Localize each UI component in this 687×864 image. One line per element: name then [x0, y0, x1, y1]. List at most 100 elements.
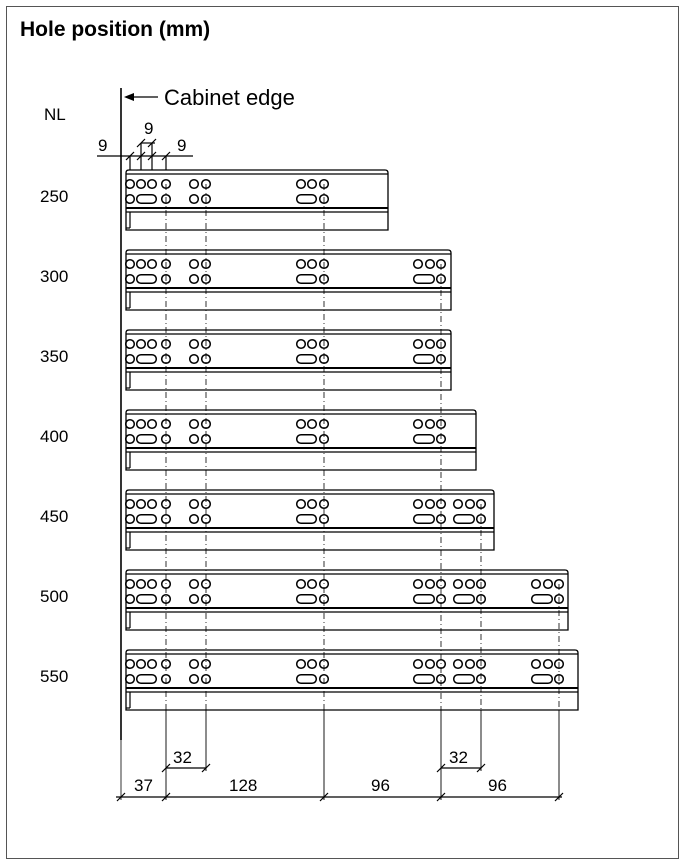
slot-hole: [412, 513, 436, 525]
mounting-hole: [475, 578, 487, 590]
mounting-hole: [124, 353, 136, 365]
mounting-hole: [124, 498, 136, 510]
mounting-hole: [135, 258, 147, 270]
slot-hole: [412, 593, 436, 605]
dim-9-left: 9: [98, 136, 107, 155]
mounting-hole: [475, 513, 487, 525]
mounting-hole: [424, 498, 436, 510]
mounting-hole: [146, 338, 158, 350]
mounting-hole: [306, 578, 318, 590]
mounting-hole: [530, 658, 542, 670]
drawer-rail-300: [125, 249, 452, 311]
mounting-hole: [295, 418, 307, 430]
dimension-tick: [201, 763, 211, 773]
mounting-hole: [412, 498, 424, 510]
mounting-hole: [200, 273, 212, 285]
mounting-hole: [135, 578, 147, 590]
mounting-hole: [188, 418, 200, 430]
mounting-hole: [452, 578, 464, 590]
mounting-hole: [124, 513, 136, 525]
mounting-hole: [188, 193, 200, 205]
mounting-hole: [188, 178, 200, 190]
mounting-hole: [452, 658, 464, 670]
dim-96-b: 96: [488, 776, 507, 795]
arrow-icon: [124, 93, 134, 101]
mounting-hole: [318, 273, 330, 285]
mounting-hole: [464, 658, 476, 670]
mounting-hole: [188, 258, 200, 270]
dimension-tick: [476, 763, 486, 773]
mounting-hole: [188, 658, 200, 670]
dimension-tick: [136, 138, 146, 148]
nl-label: 400: [40, 427, 68, 446]
slot-hole: [530, 673, 554, 685]
mounting-hole: [200, 193, 212, 205]
dim-32-right: 32: [449, 748, 468, 767]
mounting-hole: [306, 658, 318, 670]
mounting-hole: [146, 418, 158, 430]
mounting-hole: [435, 273, 447, 285]
dim-37: 37: [134, 776, 153, 795]
dim-128: 128: [229, 776, 257, 795]
nl-label: 450: [40, 507, 68, 526]
mounting-hole: [188, 578, 200, 590]
mounting-hole: [553, 673, 565, 685]
drawer-rail-450: [125, 489, 495, 551]
mounting-hole: [160, 193, 172, 205]
nl-label: 300: [40, 267, 68, 286]
mounting-hole: [318, 258, 330, 270]
mounting-hole: [135, 418, 147, 430]
drawer-rail-350: [125, 329, 452, 391]
mounting-hole: [435, 338, 447, 350]
mounting-hole: [124, 658, 136, 670]
slot-hole: [295, 433, 318, 445]
mounting-hole: [452, 498, 464, 510]
dimension-tick: [116, 792, 126, 802]
mounting-hole: [412, 578, 424, 590]
diagram-title: Hole position (mm): [20, 18, 211, 41]
mounting-hole: [135, 498, 147, 510]
mounting-hole: [160, 258, 172, 270]
mounting-hole: [306, 498, 318, 510]
mounting-hole: [124, 193, 136, 205]
slot-hole: [135, 593, 158, 605]
mounting-hole: [530, 578, 542, 590]
slot-hole: [135, 273, 158, 285]
mounting-hole: [135, 658, 147, 670]
mounting-hole: [412, 658, 424, 670]
mounting-hole: [306, 258, 318, 270]
slot-hole: [452, 593, 476, 605]
mounting-hole: [424, 338, 436, 350]
mounting-hole: [475, 658, 487, 670]
dimension-tick: [161, 792, 171, 802]
mounting-hole: [435, 353, 447, 365]
mounting-hole: [412, 418, 424, 430]
mounting-hole: [188, 338, 200, 350]
mounting-hole: [464, 498, 476, 510]
slot-hole: [135, 193, 158, 205]
dim-9-right: 9: [177, 136, 186, 155]
mounting-hole: [200, 258, 212, 270]
mounting-hole: [124, 593, 136, 605]
dimension-tick: [436, 763, 446, 773]
mounting-hole: [200, 338, 212, 350]
mounting-hole: [424, 658, 436, 670]
dimension-tick: [161, 151, 171, 161]
mounting-hole: [124, 433, 136, 445]
mounting-hole: [412, 338, 424, 350]
mounting-hole: [188, 673, 200, 685]
mounting-hole: [306, 418, 318, 430]
drawer-rail-550: [125, 649, 579, 711]
mounting-hole: [160, 338, 172, 350]
slot-hole: [295, 593, 318, 605]
mounting-hole: [306, 178, 318, 190]
nl-header: NL: [44, 105, 66, 124]
dimension-tick: [319, 792, 329, 802]
diagram-frame: [6, 6, 679, 859]
mounting-hole: [295, 178, 307, 190]
mounting-hole: [124, 418, 136, 430]
dim-9-middle: 9: [144, 119, 153, 138]
dimension-tick: [554, 792, 564, 802]
drawer-rail-250: [125, 169, 389, 231]
slot-hole: [295, 273, 318, 285]
